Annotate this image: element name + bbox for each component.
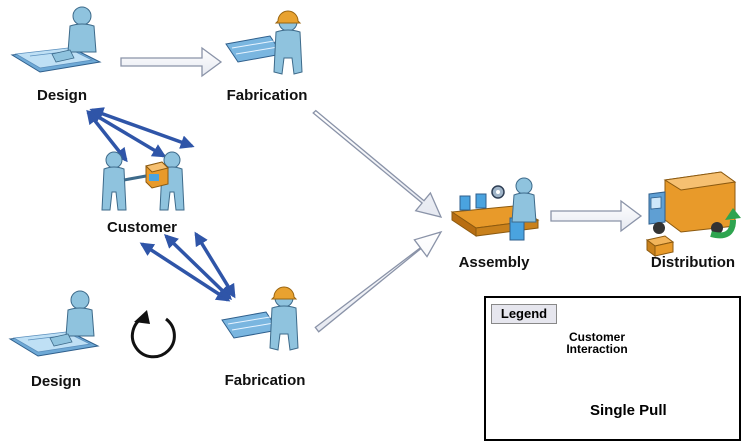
flow-arrow-assembly-to-distribution bbox=[550, 199, 643, 233]
assembly-conveyor-icon bbox=[450, 177, 540, 241]
label-assembly: Assembly bbox=[458, 254, 530, 271]
interaction-arrow bbox=[87, 110, 167, 158]
label-design-bottom: Design bbox=[30, 373, 82, 390]
legend-single-pull-label: Single Pull bbox=[590, 402, 667, 419]
legend-ci-line2: Interaction bbox=[566, 342, 628, 356]
flow-arrow-fabrication2-to-assembly bbox=[314, 230, 443, 333]
delivery-truck-icon bbox=[645, 171, 741, 257]
customer-interaction-arrows bbox=[86, 107, 236, 302]
legend-title: Legend bbox=[491, 304, 557, 324]
flow-arrow-design-to-fabrication bbox=[120, 46, 223, 78]
legend-ci-line1: Customer bbox=[568, 330, 625, 344]
flow-arrows bbox=[120, 46, 643, 333]
single-pull-icon bbox=[130, 308, 176, 359]
interaction-arrow bbox=[89, 107, 195, 149]
legend-customer-interaction-label: Customer Interaction bbox=[534, 331, 660, 355]
interaction-arrow bbox=[194, 231, 236, 299]
worker-with-blueprint-icon bbox=[225, 10, 303, 75]
designer-at-desk-icon bbox=[8, 290, 100, 357]
worker-with-blueprint-icon bbox=[221, 286, 299, 351]
customer-handoff-icon bbox=[101, 151, 185, 211]
legend-box: Legend Customer Interaction Single Pull bbox=[484, 296, 741, 441]
label-design-top: Design bbox=[36, 87, 88, 104]
designer-at-desk-icon bbox=[10, 6, 102, 73]
label-distribution: Distribution bbox=[650, 254, 736, 271]
label-fabrication-top: Fabrication bbox=[226, 87, 308, 104]
label-customer: Customer bbox=[106, 219, 178, 236]
flow-arrow-fabrication-to-assembly bbox=[312, 109, 443, 218]
label-fabrication-bottom: Fabrication bbox=[224, 372, 306, 389]
